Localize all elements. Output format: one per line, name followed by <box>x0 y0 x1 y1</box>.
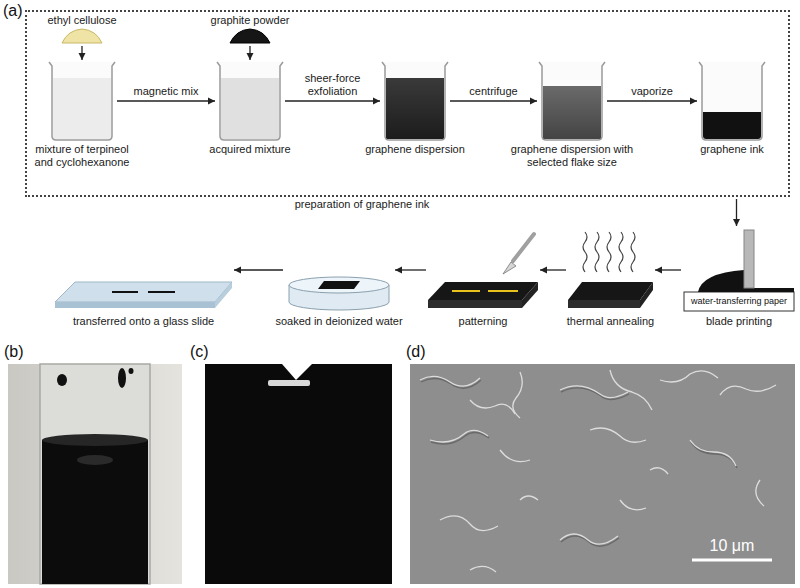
process-step: soaked in deionized water <box>285 228 393 312</box>
process-arrow <box>234 267 283 274</box>
edge-label: vaporize <box>631 85 673 98</box>
arrow-head <box>247 53 254 60</box>
vial-photo <box>8 364 182 584</box>
arrow-head <box>540 267 547 274</box>
beaker-5 <box>699 62 765 140</box>
process-step: transferred onto a glass slide <box>55 228 232 312</box>
arrow-head <box>234 267 241 274</box>
edge-label: sheer-force exfoliation <box>288 72 377 98</box>
glass-slide-figure <box>55 282 232 308</box>
sem-image <box>410 364 795 584</box>
beaker-step: mixture of terpineol and cyclohexanone <box>49 62 115 140</box>
process-arrow <box>540 267 566 274</box>
node-label: soaked in deionized water <box>269 315 409 328</box>
process-arrow <box>247 46 254 60</box>
graphite-pile <box>230 29 270 43</box>
arrow-head <box>690 98 697 105</box>
beaker-4 <box>539 62 605 140</box>
node-label: preparation of graphene ink <box>295 198 430 211</box>
panel-letter: (a) <box>3 1 23 20</box>
arrow-head <box>79 53 86 60</box>
process-arrow <box>450 98 537 105</box>
edge-label: magnetic mix <box>134 85 199 98</box>
blade-printing-figure <box>684 230 794 311</box>
node-label: graphene dispersion with selected flake … <box>506 143 638 169</box>
ethyl-cellulose-pile <box>62 29 102 43</box>
node-label: mixture of terpineol and cyclohexanone <box>27 143 137 169</box>
scale-bar <box>692 559 772 562</box>
beaker-1 <box>49 62 115 140</box>
node-label: blade printing <box>684 315 794 328</box>
node-label: graphene ink <box>687 143 777 156</box>
process-arrow <box>733 199 740 226</box>
arrow-head <box>733 219 740 226</box>
process-arrow <box>285 98 380 105</box>
arrow-line <box>607 100 697 101</box>
petri-dish-figure <box>289 277 389 310</box>
beaker-step: graphene dispersion <box>382 62 448 140</box>
node-label: thermal annealing <box>561 315 661 328</box>
patterning-figure <box>428 234 538 308</box>
process-step: patterning <box>428 228 538 312</box>
node-label: graphene dispersion <box>360 143 470 156</box>
arrow-head <box>208 98 215 105</box>
node-label: patterning <box>433 315 533 328</box>
edge-label: centrifuge <box>469 85 517 98</box>
beaker-step: graphene dispersion with selected flake … <box>539 62 605 140</box>
beaker-step: acquired mixture <box>217 62 283 140</box>
arrow-head <box>530 98 537 105</box>
part-label: water-transferring paper <box>684 292 794 311</box>
arrow-line <box>450 100 537 101</box>
process-step: thermal annealing <box>568 228 653 312</box>
arrow-head <box>655 267 662 274</box>
node-label: transferred onto a glass slide <box>59 315 229 328</box>
annealing-figure <box>568 232 653 308</box>
arrow-line <box>285 100 380 101</box>
node-label: acquired mixture <box>200 143 300 156</box>
process-group: preparation of graphene inkethyl cellulo… <box>25 10 790 197</box>
beaker-3 <box>382 62 448 140</box>
beaker-2 <box>217 62 283 140</box>
process-arrow <box>655 267 681 274</box>
patterned-film-photo <box>195 364 402 584</box>
node-label: graphite powder <box>202 14 298 27</box>
process-arrow <box>117 98 215 105</box>
arrow-line <box>117 100 215 101</box>
node-label: ethyl cellulose <box>37 14 127 27</box>
process-arrow <box>79 46 86 60</box>
arrow-line <box>234 269 283 270</box>
beaker-step: graphene ink <box>699 62 765 140</box>
panel-letter: (d) <box>406 342 426 361</box>
ingredient-item: graphite powder <box>202 14 298 44</box>
panel-letter: (c) <box>190 342 209 361</box>
process-arrow <box>395 267 426 274</box>
arrow-head <box>373 98 380 105</box>
process-arrow <box>607 98 697 105</box>
ingredient-item: ethyl cellulose <box>37 14 127 44</box>
scale-label: 10 μm <box>710 536 755 555</box>
arrow-head <box>395 267 402 274</box>
panel-letter: (b) <box>4 342 24 361</box>
